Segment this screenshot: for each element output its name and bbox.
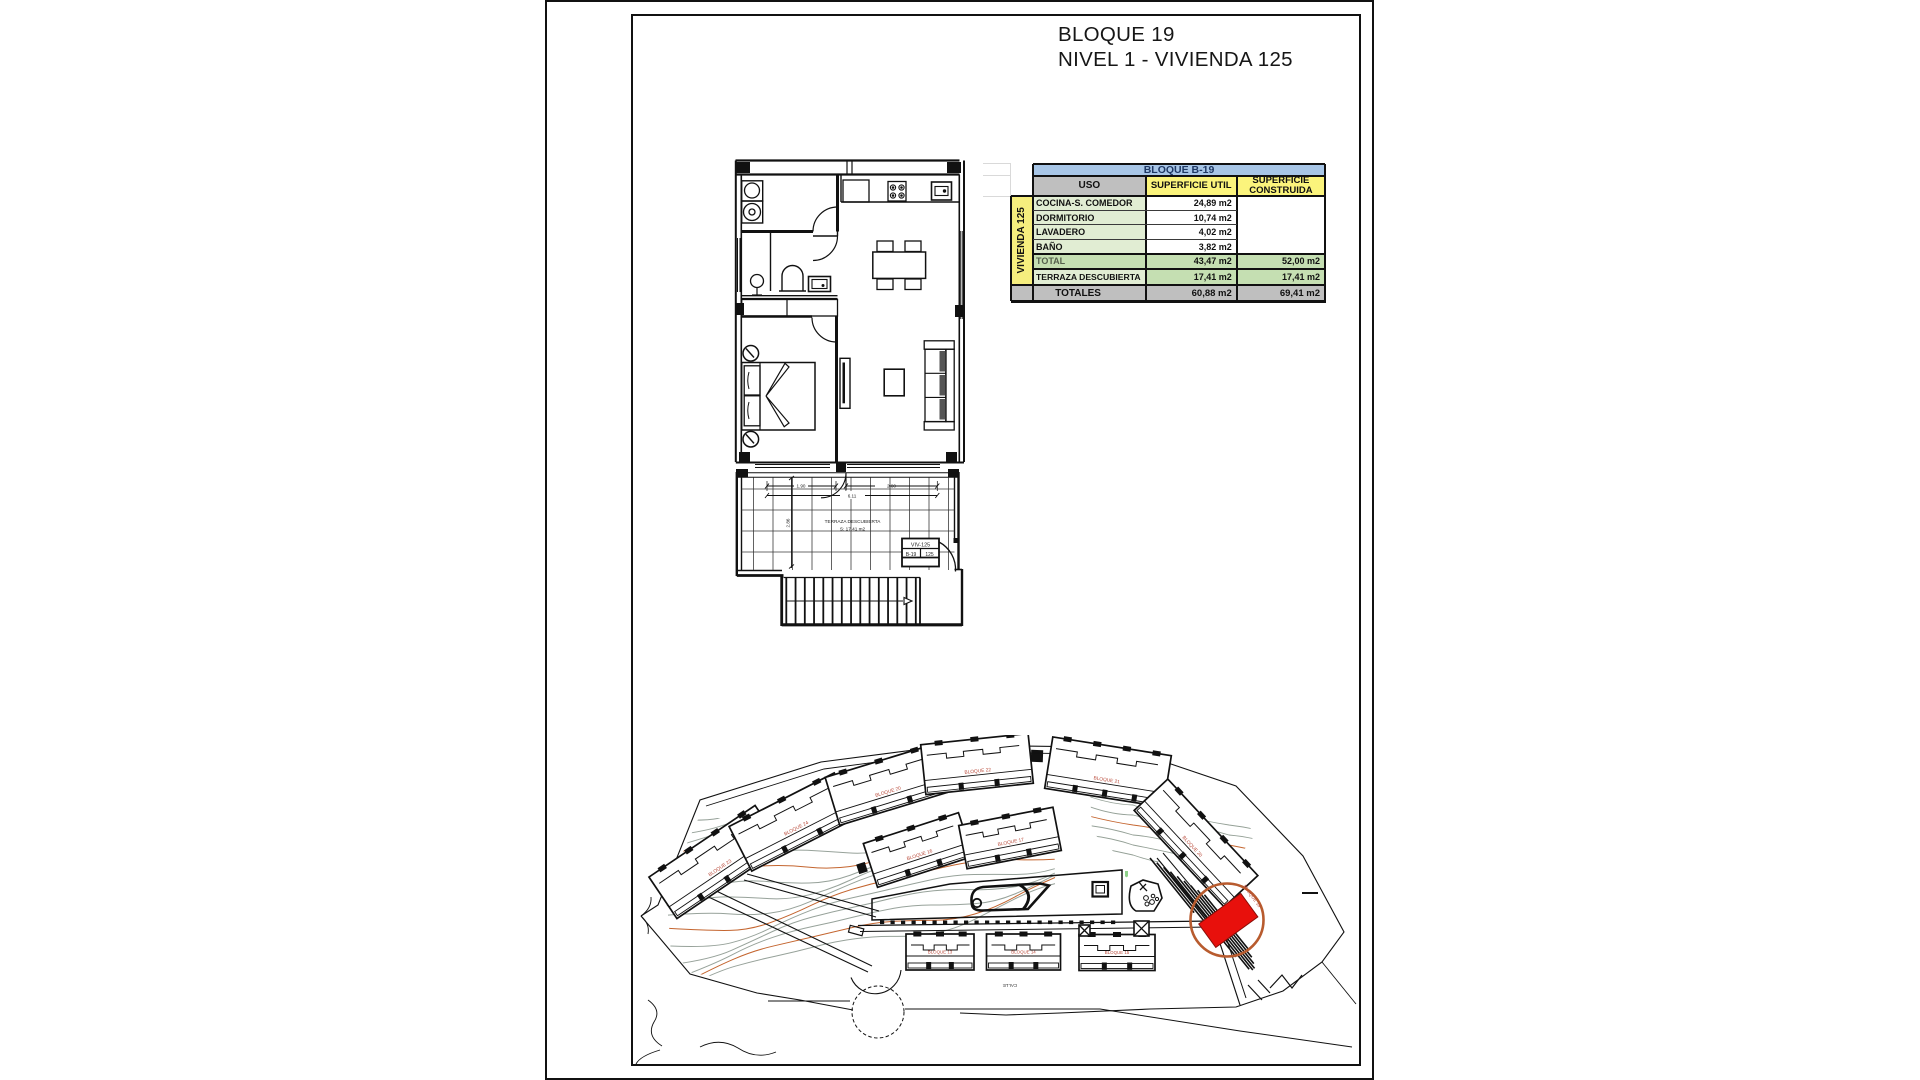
svg-text:BLOQUE 15: BLOQUE 15 bbox=[1105, 950, 1130, 955]
svg-text:CALLE: CALLE bbox=[1003, 983, 1018, 988]
svg-text:6.11: 6.11 bbox=[848, 494, 857, 499]
svg-text:B-19: B-19 bbox=[906, 552, 917, 558]
svg-text:2.80: 2.80 bbox=[887, 484, 896, 489]
svg-text:TERRAZA DESCUBIERTA: TERRAZA DESCUBIERTA bbox=[825, 519, 882, 524]
svg-text:1.90: 1.90 bbox=[797, 484, 806, 489]
svg-text:2.86: 2.86 bbox=[786, 518, 791, 527]
svg-text:BLOQUE 21: BLOQUE 21 bbox=[1093, 775, 1121, 785]
svg-text:BLOQUE 22: BLOQUE 22 bbox=[964, 767, 991, 776]
svg-text:BLOQUE 17: BLOQUE 17 bbox=[997, 837, 1025, 848]
svg-text:125: 125 bbox=[925, 552, 934, 558]
svg-text:BLOQUE 13: BLOQUE 13 bbox=[928, 950, 953, 955]
svg-text:BLOQUE 14: BLOQUE 14 bbox=[1011, 950, 1036, 955]
svg-text:S: 17.41 m2: S: 17.41 m2 bbox=[840, 527, 866, 532]
svg-text:VIV-125: VIV-125 bbox=[911, 543, 930, 549]
